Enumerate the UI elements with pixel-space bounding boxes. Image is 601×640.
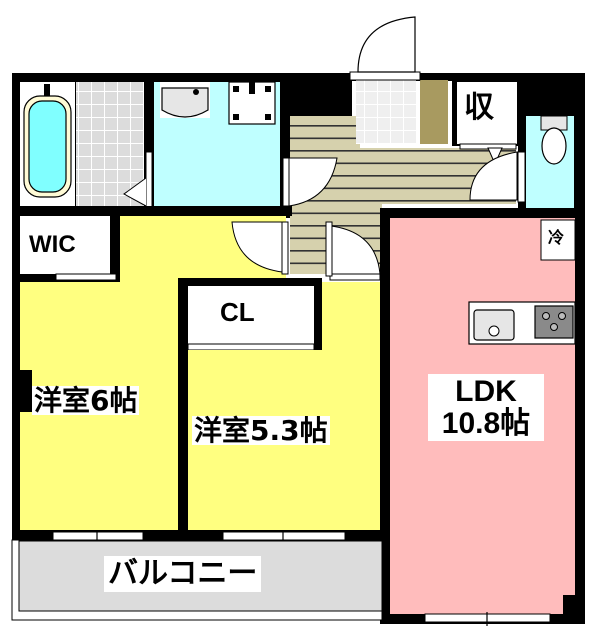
balcony-label: バルコニー (104, 556, 262, 592)
bathtub (28, 100, 67, 193)
ldk-label-name: LDK (455, 375, 517, 408)
refrigerator-space (540, 219, 576, 261)
stove (534, 305, 574, 339)
kitchen-sink (473, 309, 515, 341)
closet-label: CL (220, 297, 255, 327)
shoe-cabinet (420, 80, 448, 144)
wic-label: WIC (27, 231, 78, 258)
room2-window (222, 531, 346, 541)
closet (188, 286, 314, 344)
western-room-6-label: 洋室6帖 (32, 384, 140, 417)
refrigerator-label: 冷 (548, 228, 565, 247)
storage-label: 収 (464, 90, 494, 125)
room1-window (52, 531, 144, 541)
bathroom-floor (76, 82, 144, 208)
storage (457, 82, 517, 144)
balcony (18, 540, 383, 612)
western-room-5-3-label: 洋室5.3帖 (192, 414, 330, 447)
wash-basin (161, 87, 209, 118)
outer-wall-right (575, 73, 585, 623)
ldk-label: LDK 10.8帖 (428, 374, 544, 441)
outer-wall-top (12, 73, 585, 81)
outer-wall-left (12, 73, 22, 620)
entrance-door (357, 16, 416, 73)
entrance (356, 80, 416, 144)
ldk-label-size: 10.8帖 (441, 406, 531, 440)
toilet (541, 127, 567, 165)
